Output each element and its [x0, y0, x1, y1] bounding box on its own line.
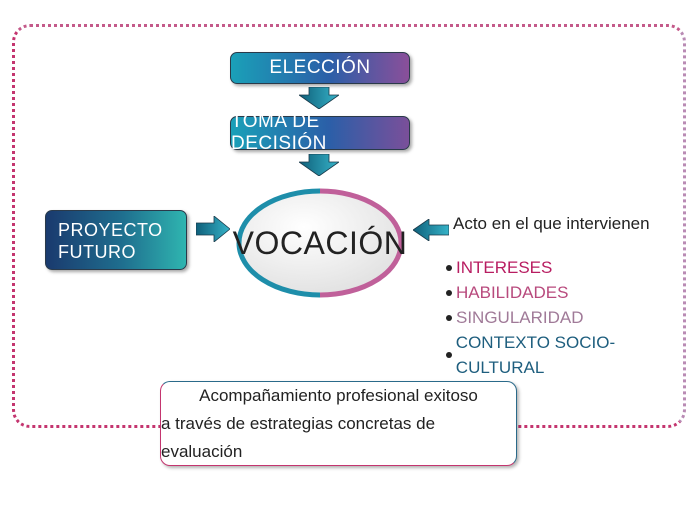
factor-intereses: INTERESES: [456, 258, 553, 277]
toma-de-decision-label: TOMA DE DECISIÓN: [231, 111, 327, 154]
vocacion-ellipse: [236, 188, 404, 298]
bullet-icon: [446, 264, 452, 271]
bottom-line-1: Acompañamiento profesional exitoso: [199, 385, 478, 405]
bottom-line-2: a través de estrategias concretas de eva…: [161, 413, 436, 461]
bullet-icon: [446, 314, 452, 321]
factor-contexto: CONTEXTO SOCIO-CULTURAL: [455, 333, 616, 377]
proyecto-futuro-box: PROYECTO FUTURO: [45, 210, 187, 270]
acto-label: Acto en el que intervienen: [453, 214, 650, 233]
factor-singularidad: SINGULARIDAD: [456, 308, 584, 327]
factor-habilidades: HABILIDADES: [456, 283, 569, 302]
list-item: CONTEXTO SOCIO-CULTURAL: [446, 330, 695, 380]
acompanamiento-box: Acompañamiento profesional exitoso a tra…: [160, 381, 517, 466]
proyecto-label: PROYECTO: [58, 220, 163, 240]
arrow-down-icon: [299, 87, 339, 109]
toma-de-decision-box: TOMA DE DECISIÓN: [230, 111, 410, 154]
bullet-icon: [446, 289, 452, 296]
eleccion-label: ELECCIÓN: [269, 57, 371, 78]
list-item: INTERESES: [446, 255, 695, 280]
futuro-label: FUTURO: [58, 242, 136, 262]
arrow-right-icon: [196, 216, 230, 242]
arrow-down-icon: [299, 154, 339, 176]
list-item: SINGULARIDAD: [446, 305, 695, 330]
factors-list: INTERESES HABILIDADES SINGULARIDAD CONTE…: [446, 255, 695, 380]
eleccion-box: ELECCIÓN: [230, 52, 410, 84]
arrow-left-icon: [413, 219, 449, 241]
bullet-icon: [446, 352, 452, 358]
vocacion-label: VOCACIÓN: [232, 224, 408, 261]
list-item: HABILIDADES: [446, 280, 695, 305]
